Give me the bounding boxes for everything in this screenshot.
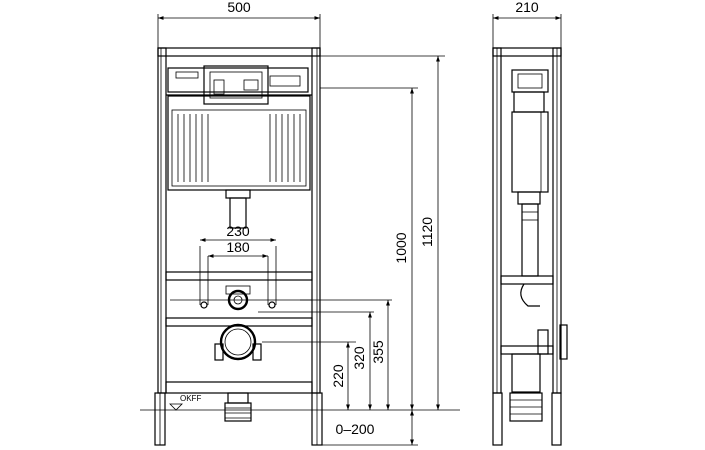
dim-height-220: 220 (330, 342, 350, 410)
side-frame-rails (492, 47, 562, 394)
flush-pipe (225, 189, 251, 229)
front-view: OKFF 500 230 180 22 (140, 0, 460, 446)
side-view: 210 (492, 0, 568, 446)
side-feet (492, 392, 562, 446)
cistern (167, 95, 311, 191)
dim-355-label: 355 (370, 340, 386, 364)
dim-500-label: 500 (227, 0, 251, 15)
dim-height-1120: 1120 (419, 56, 440, 410)
dim-foot-range-label: 0–200 (336, 421, 375, 437)
dim-1120-label: 1120 (419, 217, 435, 247)
dim-height-1000: 1000 (393, 88, 414, 410)
dim-depth-210: 210 (492, 0, 562, 48)
side-top-bar (492, 47, 562, 57)
dim-180-label: 180 (226, 239, 250, 255)
frame-side-rails (157, 47, 321, 394)
dim-220-label: 220 (330, 364, 346, 388)
side-cistern (511, 111, 549, 193)
dim-230-label: 230 (226, 223, 250, 239)
waste-connection (214, 323, 262, 361)
floor-marker: OKFF (169, 394, 201, 411)
side-cross-members (500, 275, 554, 355)
dim-foot-range: 0–200 (322, 410, 418, 446)
dim-spacing-230: 230 (200, 223, 276, 242)
dim-spacing-180: 180 (208, 239, 268, 258)
dim-210-label: 210 (515, 0, 539, 15)
flush-valve (166, 65, 312, 105)
water-inlet (225, 285, 251, 311)
side-flush-pipe (517, 191, 541, 277)
frame-top-bar (157, 47, 321, 57)
extension-lines (258, 55, 445, 343)
side-drain-bend (509, 283, 568, 422)
dim-height-320: 320 (351, 312, 372, 410)
dim-320-label: 320 (351, 346, 367, 370)
fixing-bolts (170, 246, 312, 309)
drain-pipe (224, 392, 252, 422)
dim-width-500: 500 (157, 0, 321, 48)
frame-feet (154, 392, 323, 446)
okff-label: OKFF (180, 394, 201, 403)
dim-1000-label: 1000 (393, 232, 409, 263)
dim-height-355: 355 (370, 300, 390, 410)
side-flush-valve (511, 69, 549, 113)
